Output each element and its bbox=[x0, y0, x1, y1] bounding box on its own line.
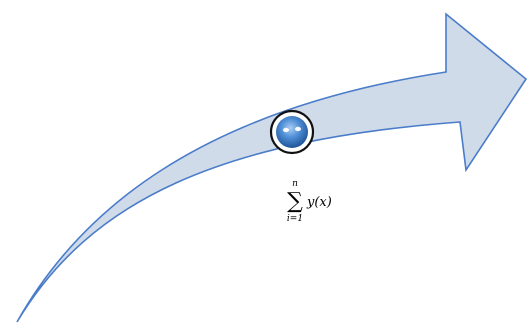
curved-arrow bbox=[16, 12, 528, 323]
sum-upper-limit: n bbox=[292, 179, 298, 189]
sum-body: y(x) bbox=[306, 195, 332, 210]
sum-operator: ∑ bbox=[287, 189, 303, 214]
glossy-blue-sphere-icon bbox=[269, 109, 315, 155]
sum-lower-limit: i=1 bbox=[287, 214, 303, 224]
sum-formula: n ∑ i=1 y(x) bbox=[287, 179, 332, 224]
